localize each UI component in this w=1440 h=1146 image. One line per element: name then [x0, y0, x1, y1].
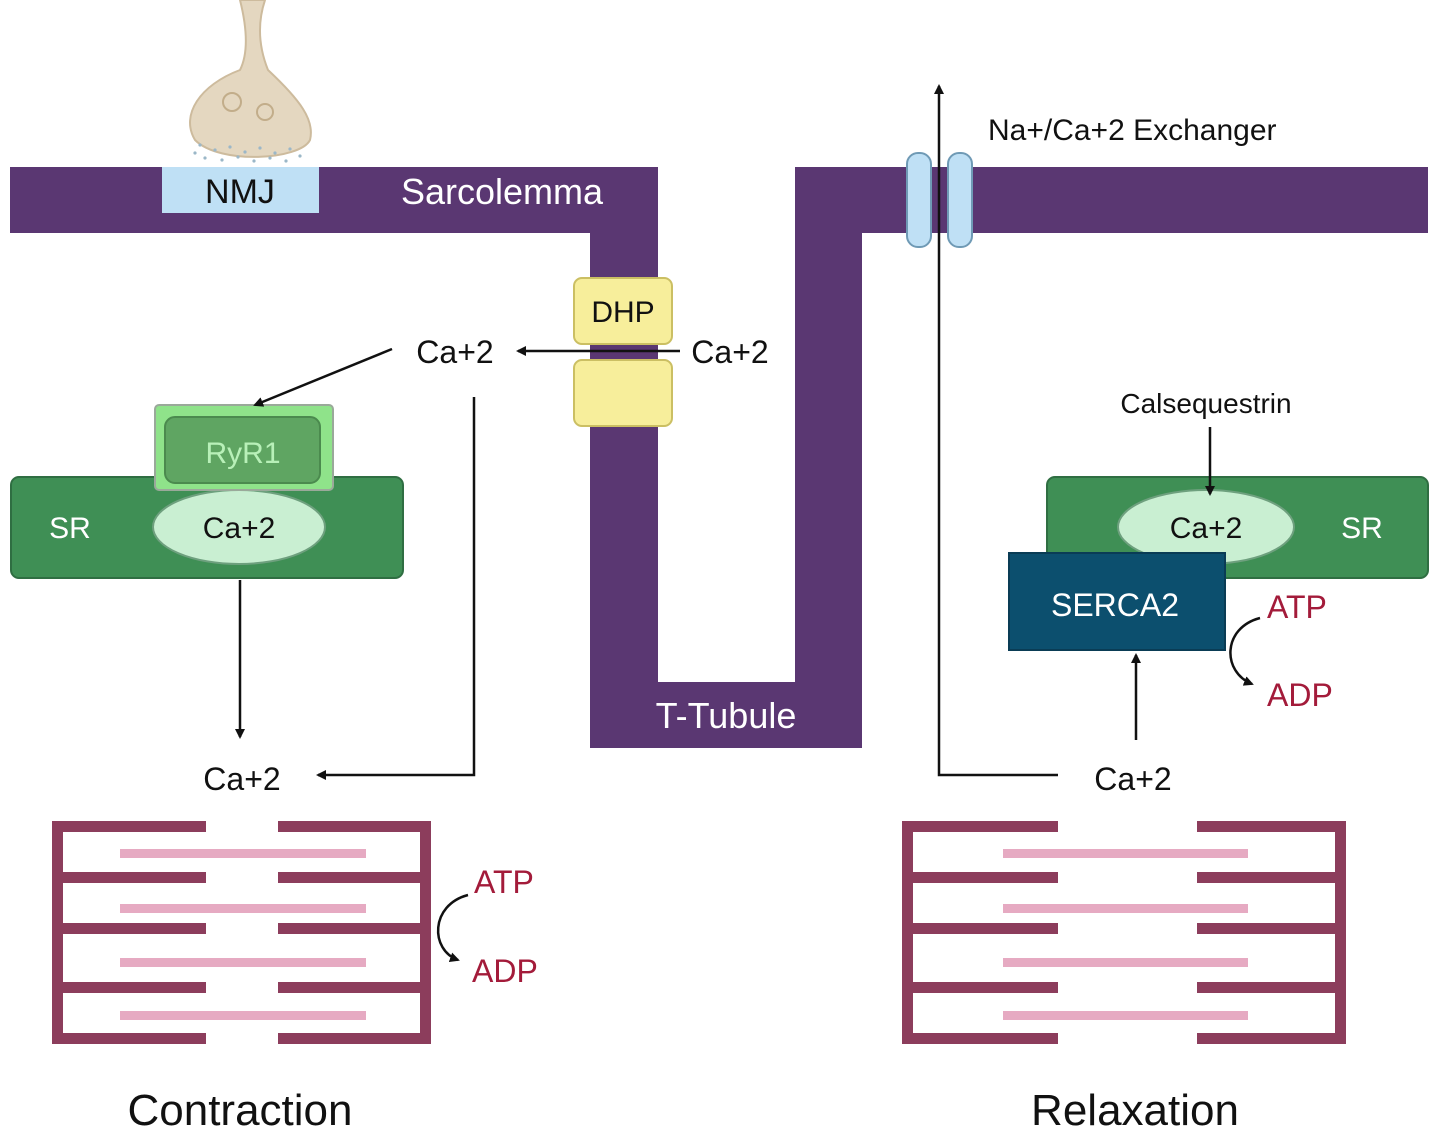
- exchanger-channel: [906, 152, 973, 248]
- nmj-label: NMJ: [205, 173, 275, 211]
- ca-cytosol-right-label: Ca+2: [1094, 761, 1171, 797]
- calsequestrin-label: Calsequestrin: [1120, 388, 1291, 419]
- thick-filament-left: [52, 872, 206, 883]
- thick-filament-right: [1197, 1033, 1346, 1044]
- ryr1-label: RyR1: [205, 437, 280, 470]
- arrow-atp-adp-relaxation: [1229, 616, 1261, 686]
- neurotransmitter-dots: [193, 143, 302, 163]
- thin-filament: [120, 849, 366, 858]
- adp-relaxation-label: ADP: [1267, 677, 1333, 713]
- thin-filament: [1003, 849, 1248, 858]
- thick-filament-right: [278, 982, 431, 993]
- thin-filament: [120, 958, 366, 967]
- vesicle-icon: [256, 103, 274, 121]
- arrow-exchanger-efflux: [934, 84, 1058, 777]
- relaxation-caption: Relaxation: [1031, 1086, 1239, 1135]
- thick-filament-right: [278, 872, 431, 883]
- sarcolemma-membrane: [10, 167, 1428, 748]
- nerve-terminal: [189, 0, 312, 163]
- thick-filament-right: [1197, 923, 1346, 934]
- dhp-label: DHP: [591, 296, 654, 329]
- arrow-ca-to-ryr1: [253, 347, 393, 407]
- thick-filament-right: [278, 1033, 431, 1044]
- contraction-caption: Contraction: [127, 1086, 352, 1135]
- thick-filament-right: [1197, 821, 1346, 832]
- thick-filament-left: [52, 923, 206, 934]
- dhp-receptor: [573, 277, 673, 427]
- ca-sr-left-label: Ca+2: [203, 512, 276, 545]
- thin-filament: [120, 904, 366, 913]
- vesicle-icon: [222, 92, 242, 112]
- t-tubule-label: T-Tubule: [656, 695, 797, 736]
- ca-myofilament-left-label: Ca+2: [203, 761, 280, 797]
- sarcomere-contracted: [52, 821, 431, 1044]
- thick-filament-right: [1197, 982, 1346, 993]
- thick-filament-left: [902, 923, 1058, 934]
- thick-filament-right: [278, 821, 431, 832]
- thick-filament-left: [902, 982, 1058, 993]
- thin-filament: [1003, 958, 1248, 967]
- atp-relaxation-label: ATP: [1267, 589, 1327, 625]
- thick-filament-left: [902, 872, 1058, 883]
- thick-filament-right: [1197, 872, 1346, 883]
- sr-left-label: SR: [49, 512, 91, 545]
- serca2-pump: [1008, 552, 1226, 651]
- arrows: [235, 84, 1261, 963]
- sarcolemma-label: Sarcolemma: [401, 171, 604, 212]
- thick-filament-right: [278, 923, 431, 934]
- sr-right-label: SR: [1341, 512, 1383, 545]
- thick-filament-left: [52, 821, 206, 832]
- exchanger-label: Na+/Ca+2 Exchanger: [988, 114, 1277, 147]
- thick-filament-left: [52, 1033, 206, 1044]
- adp-contraction-label: ADP: [472, 953, 538, 989]
- ryr1-receptor: [154, 404, 334, 491]
- thin-filament: [1003, 1011, 1248, 1020]
- ca-sr-right-label: Ca+2: [1170, 512, 1243, 545]
- thick-filament-left: [902, 1033, 1058, 1044]
- nmj-patch: [162, 167, 319, 213]
- ca-cytosol-left-label: Ca+2: [416, 334, 493, 370]
- thick-filament-left: [902, 821, 1058, 832]
- ca-outside-label: Ca+2: [691, 334, 768, 370]
- thick-filament-left: [52, 982, 206, 993]
- arrow-cytosol-to-myofilament: [316, 397, 476, 780]
- thin-filament: [1003, 904, 1248, 913]
- serca2-label: SERCA2: [1051, 587, 1179, 623]
- sarcomere-relaxed: [902, 821, 1346, 1044]
- thin-filament: [120, 1011, 366, 1020]
- arrow-atp-adp-contraction: [436, 893, 469, 963]
- atp-contraction-label: ATP: [474, 864, 534, 900]
